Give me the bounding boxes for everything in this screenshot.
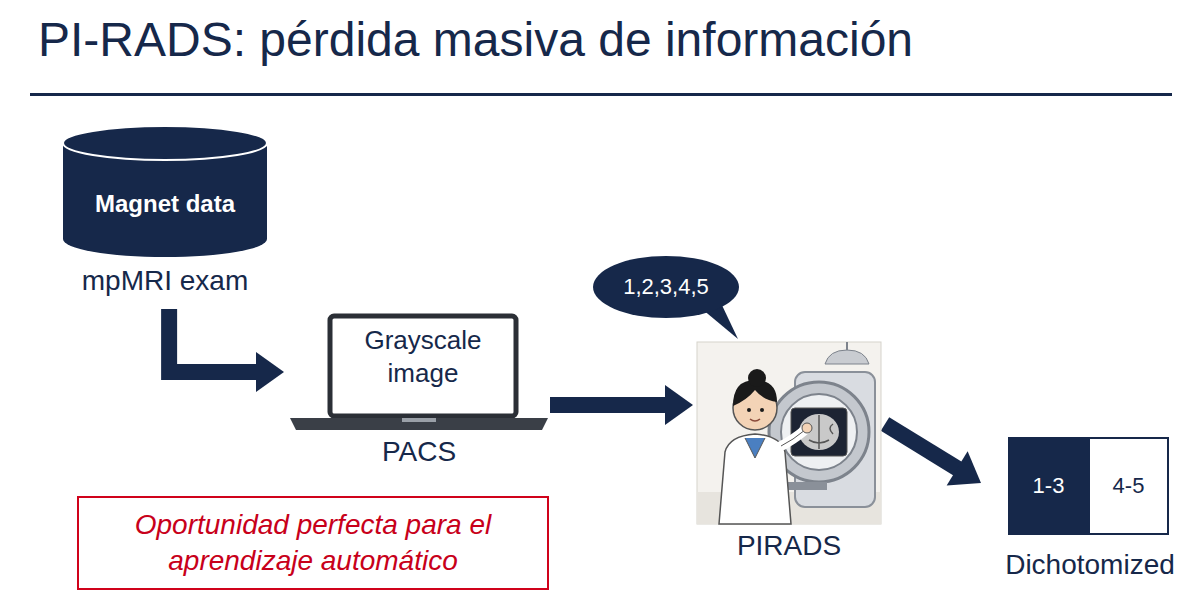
flow-arrow [550, 385, 693, 425]
category-cell: 4-5 [1088, 437, 1169, 535]
category-cell: 1-3 [1008, 437, 1089, 535]
flow-arrow [169, 309, 284, 392]
laptop: Grayscale imagePACS [290, 312, 548, 474]
arm [781, 430, 805, 446]
arrow-head [256, 352, 284, 392]
node-caption: PIRADS [687, 530, 891, 562]
cell-label: 4-5 [1090, 439, 1167, 533]
brain-scan [799, 414, 839, 450]
arrow-head [947, 451, 981, 485]
radiologist-drawing [697, 342, 881, 524]
title-rule [30, 93, 1172, 96]
note-box: Oportunidad perfecta para el aprendizaje… [77, 496, 549, 590]
radiologist-illustration: PIRADS [697, 342, 881, 564]
arm-edge [781, 430, 805, 446]
arrow-shaft [550, 397, 667, 413]
bubble-label: 1,2,3,4,5 [592, 255, 740, 319]
node-label: Magnet data [62, 171, 268, 237]
eye [760, 408, 764, 412]
arrow-head [665, 385, 693, 425]
note-text: Oportunidad perfecta para el aprendizaje… [91, 498, 535, 588]
arrow-shaft [885, 424, 959, 469]
dichotomy-group: Dichotomized 1-34-5 [985, 437, 1195, 589]
eye [747, 408, 751, 412]
node-caption: PACS [290, 436, 548, 468]
hair-bun [748, 369, 766, 387]
cell-label: 1-3 [1010, 439, 1087, 533]
scanner-bore [781, 394, 857, 470]
speech-bubble: 1,2,3,4,5 [592, 255, 740, 319]
flow-arrow [885, 424, 981, 485]
shirt [745, 438, 765, 458]
hand [802, 423, 812, 433]
screen-label: Grayscale image [348, 324, 498, 389]
node-caption: mpMRI exam [52, 265, 278, 297]
lamp-arm [846, 342, 848, 350]
storage-cylinder: Magnet datampMRI exam [62, 125, 268, 305]
frame [697, 342, 881, 524]
smile [750, 419, 760, 421]
lamp [825, 350, 869, 364]
node-caption: Dichotomized [985, 549, 1195, 581]
slide-title: PI-RADS: pérdida masiva de información [38, 12, 913, 67]
arrow-shaft [169, 309, 258, 372]
